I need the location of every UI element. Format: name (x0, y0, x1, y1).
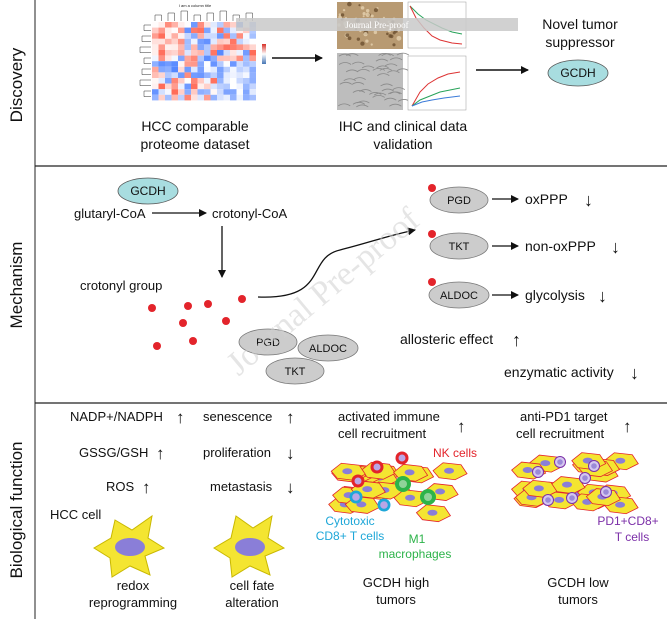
crotonyl-dot (184, 302, 192, 310)
redox-item: ROS (106, 479, 135, 494)
hcc-cell-redox (93, 514, 166, 578)
pd1-arrow: ↑ (623, 417, 632, 436)
gcdh-high-line2: tumors (376, 592, 416, 607)
crotonyl-dot (222, 317, 230, 325)
tumor-tissue-low (510, 452, 639, 515)
crotonyl-group: crotonyl group (80, 278, 162, 293)
enzyme-tkt (265, 357, 325, 385)
heatmap: I am a column title (139, 3, 266, 101)
hcc-cell-fate (213, 514, 286, 578)
crotonyl-dot (238, 295, 246, 303)
dataset-label-line1: HCC comparable (141, 118, 249, 134)
fate-list: senescence ↑ proliferation ↓ metastasis … (203, 408, 295, 497)
glutaryl-coa: glutaryl-CoA (74, 206, 146, 221)
crotonyl-coa: crotonyl-CoA (212, 206, 287, 221)
journal-banner-text: Journal Pre-proof (345, 20, 408, 30)
gcdh-ellipse-mechanism (117, 177, 179, 205)
crotonyl-dot (148, 304, 156, 312)
fate-item: metastasis (210, 479, 273, 494)
target-pathway: non-oxPPP (525, 238, 596, 254)
gcdh-label-mechanism: GCDH (130, 184, 165, 198)
heatmap-colorbar (262, 44, 266, 64)
redox-label-line1: redox (117, 578, 150, 593)
m1-label-line2: macrophages (379, 547, 452, 561)
redox-item-arrow: ↑ (142, 478, 151, 497)
gcdh-label-discovery: GCDH (560, 66, 595, 80)
ihc-label-line2: validation (373, 136, 432, 152)
fate-label-line1: cell fate (230, 578, 275, 593)
enzyme-pgd-label: PGD (256, 337, 280, 349)
crotonyl-dots (148, 295, 246, 350)
target-arrow: ↓ (598, 286, 607, 306)
tumor-tissue-high (328, 451, 468, 523)
redox-label-line2: reprogramming (89, 595, 177, 610)
gcdh-low-line2: tumors (558, 592, 598, 607)
heatmap-dendrogram-left (139, 24, 151, 97)
immune-arrow: ↑ (457, 417, 466, 436)
target-enzyme: TKT (449, 241, 470, 253)
enzyme-pgd (238, 328, 298, 356)
heatmap-title: I am a column title (179, 3, 212, 8)
section-label-biological: Biological function (7, 441, 26, 578)
enzymatic-arrow: ↓ (630, 363, 639, 383)
ihc-label-line1: IHC and clinical data (339, 118, 468, 134)
target-enzyme: ALDOC (440, 290, 478, 302)
allosteric-effect: allosteric effect (400, 331, 493, 347)
ihc-image-bottom (337, 52, 411, 110)
cytotoxic-label-line2: CD8+ T cells (316, 529, 385, 543)
journal-banner (236, 18, 518, 31)
target-pathway: glycolysis (525, 287, 585, 303)
heatmap-grid (152, 22, 256, 101)
section-label-discovery: Discovery (7, 47, 26, 122)
fate-label-line2: alteration (225, 595, 278, 610)
fate-item-arrow: ↓ (286, 444, 295, 463)
novel-tumor-line1: Novel tumor (542, 16, 618, 32)
novel-tumor-line2: suppressor (545, 34, 615, 50)
fate-item-arrow: ↑ (286, 408, 295, 427)
target-row-aldoc: ALDOC glycolysis ↓ (428, 278, 607, 309)
pd1-label-line2: cell recruitment (516, 426, 605, 441)
curved-arrow-to-targets (257, 227, 416, 298)
nk-cells-label: NK cells (433, 446, 477, 460)
pd1-cells-line1: PD1+CD8+ (597, 514, 658, 528)
crotonyl-dot (204, 300, 212, 308)
target-row-pgd: PGD oxPPP ↓ (428, 184, 593, 214)
allosteric-arrow: ↑ (512, 330, 521, 350)
section-label-mechanism: Mechanism (7, 242, 26, 329)
redox-item: GSSG/GSH (79, 445, 148, 460)
enzymatic-activity: enzymatic activity (504, 364, 614, 380)
survival-plot-bottom (407, 55, 467, 111)
fate-item: proliferation (203, 445, 271, 460)
target-enzyme: PGD (447, 195, 471, 207)
crotonyl-dot (179, 319, 187, 327)
gcdh-ellipse-discovery (547, 59, 609, 87)
immune-label-line2: cell recruitment (338, 426, 427, 441)
enzyme-tkt-label: TKT (285, 366, 306, 378)
dataset-label-line2: proteome dataset (141, 136, 250, 152)
target-pathway: oxPPP (525, 191, 568, 207)
gcdh-high-line1: GCDH high (363, 575, 429, 590)
pd1-cells-line2: T cells (615, 530, 649, 544)
redox-item-arrow: ↑ (156, 444, 165, 463)
target-row-tkt: TKT non-oxPPP ↓ (428, 230, 620, 260)
enzyme-cluster: PGD ALDOC TKT (238, 328, 359, 385)
target-arrow: ↓ (611, 237, 620, 257)
redox-item-arrow: ↑ (176, 408, 185, 427)
hcc-cell-label: HCC cell (50, 507, 101, 522)
redox-item: NADP+/NADPH (70, 409, 163, 424)
crotonyl-dot (153, 342, 161, 350)
redox-list: NADP+/NADPH ↑ GSSG/GSH ↑ ROS ↑ (70, 408, 185, 497)
fate-item-arrow: ↓ (286, 478, 295, 497)
immune-label-line1: activated immune (338, 409, 440, 424)
fate-item: senescence (203, 409, 272, 424)
cytotoxic-label-line1: Cytotoxic (325, 514, 374, 528)
m1-label-line1: M1 (409, 532, 426, 546)
pd1-label-line1: anti-PD1 target (520, 409, 608, 424)
enzyme-aldoc (297, 334, 359, 362)
target-arrow: ↓ (584, 190, 593, 210)
crotonyl-dot (189, 337, 197, 345)
enzyme-aldoc-label: ALDOC (309, 343, 347, 355)
gcdh-low-line1: GCDH low (547, 575, 609, 590)
